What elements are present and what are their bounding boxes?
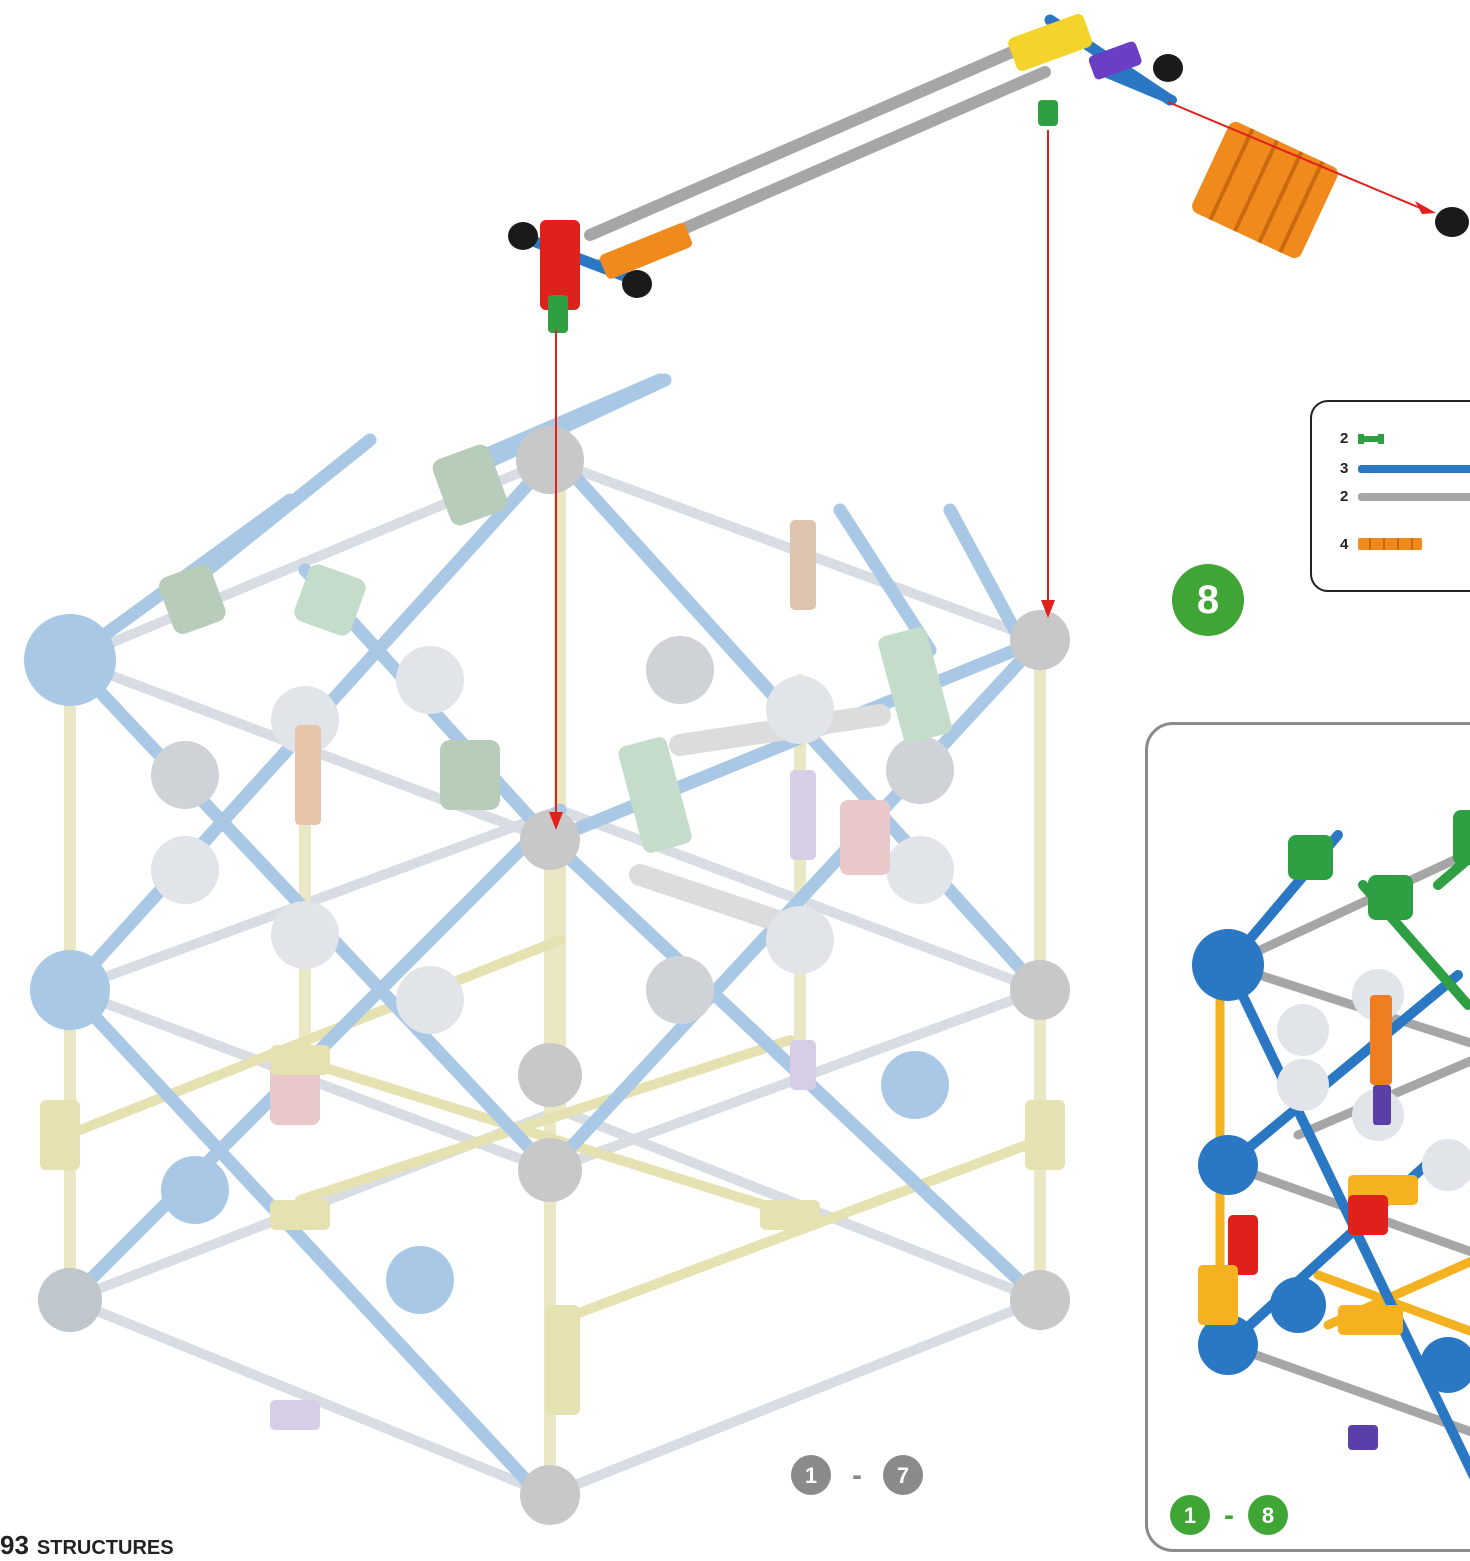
completed-preview-box: 1 - 8 — [1145, 722, 1470, 1552]
flat-connectors — [40, 444, 1065, 1430]
page-number: 93 — [0, 1530, 29, 1560]
preview-range-to: 8 — [1262, 1503, 1274, 1528]
parts-row: 3 — [1340, 460, 1470, 477]
parts-qty: 4 — [1340, 536, 1349, 553]
gray-rod-icon — [1358, 493, 1470, 501]
parts-qty: 3 — [1340, 460, 1349, 477]
parts-list-box: 2 3 2 4 — [1310, 400, 1470, 592]
blue-rod-icon — [1358, 465, 1470, 473]
parts-qty: 2 — [1340, 430, 1349, 447]
arrow-heads — [549, 201, 1436, 830]
step-number-badge: 8 — [1172, 564, 1244, 636]
section-title: STRUCTURES — [36, 1537, 174, 1559]
parts-qty: 2 — [1340, 488, 1349, 505]
green-connector-icon — [1358, 434, 1384, 444]
parts-row: 4 — [1340, 536, 1422, 553]
preview-range-sep: - — [1224, 1499, 1234, 1532]
main-step-range: 1 - 7 — [791, 1455, 923, 1495]
assembly-arrows — [555, 101, 1426, 818]
parts-row: 2 — [1340, 430, 1384, 447]
main-range-to: 7 — [897, 1463, 909, 1488]
orange-connector-stack — [1192, 121, 1338, 259]
preview-illustration: 1 - 8 — [1170, 810, 1470, 1535]
hub-connectors — [24, 426, 1070, 1525]
orange-connector-icon — [1358, 538, 1422, 550]
end-cap — [1435, 207, 1469, 237]
preview-range-from: 1 — [1184, 1503, 1196, 1528]
new-top-assembly — [508, 14, 1183, 333]
parts-row: 2 — [1340, 488, 1470, 505]
page-footer: 93 STRUCTURES — [0, 1530, 174, 1561]
main-range-sep: - — [852, 1459, 862, 1492]
main-range-from: 1 — [805, 1463, 817, 1488]
